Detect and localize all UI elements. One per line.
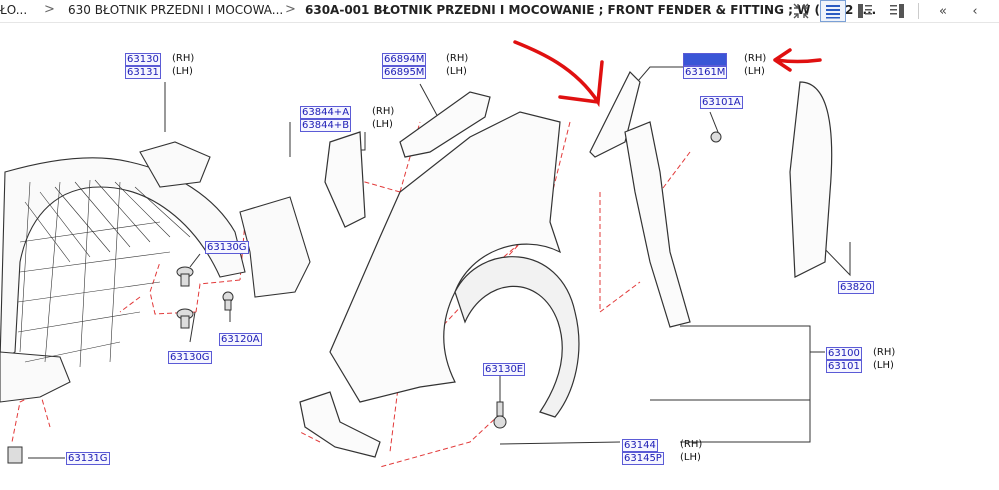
part-63120a[interactable]: 63120A	[219, 333, 262, 346]
rh-label: (RH)	[172, 53, 195, 64]
part-63131g[interactable]: 63131G	[66, 452, 110, 465]
fender-liner-drawing	[0, 141, 311, 403]
list-view-button[interactable]	[820, 0, 846, 22]
part-63145p[interactable]: 63145P	[622, 452, 664, 465]
prev-page-button[interactable]: ‹	[962, 0, 988, 22]
part-63101a[interactable]: 63101A	[700, 96, 743, 109]
lh-label: (LH)	[744, 66, 765, 77]
part-63144[interactable]: 63144	[622, 439, 658, 452]
part-63160m-highlighted[interactable]: 63160M	[683, 53, 728, 66]
fit-view-button[interactable]	[788, 0, 814, 22]
fender-garnish-drawing	[589, 70, 833, 328]
part-63844a[interactable]: 63844+A	[300, 106, 352, 119]
rh-label: (RH)	[680, 439, 703, 450]
part-63130e[interactable]: 63130E	[483, 363, 526, 376]
part-63130g[interactable]: 63130G	[168, 351, 212, 364]
part-63131[interactable]: 63131	[125, 66, 161, 79]
part-66895m[interactable]: 66895M	[382, 66, 427, 79]
split-view-icon	[858, 4, 872, 18]
parts-diagram: 63130 (RH) 63131 (LH) 66894M (RH) 66895M…	[0, 22, 999, 490]
rh-label: (RH)	[744, 53, 767, 64]
part-63100[interactable]: 63100	[826, 347, 862, 360]
part-63130[interactable]: 63130	[125, 53, 161, 66]
chevron-left-icon: ‹	[972, 3, 978, 19]
clips-drawing	[7, 131, 722, 464]
front-fender-drawing	[299, 91, 580, 458]
breadcrumb-item-current: 630A-001 BŁOTNIK PRZEDNI I MOCOWANIE ; F…	[305, 3, 877, 17]
red-annotation-arrows	[513, 40, 822, 108]
list-view-icon	[826, 5, 840, 19]
toolbar-divider	[918, 3, 919, 19]
parts-drawing	[0, 40, 851, 468]
detail-view-button[interactable]	[884, 0, 910, 22]
part-63820[interactable]: 63820	[838, 281, 874, 294]
first-page-button[interactable]: «	[930, 0, 956, 22]
detail-view-icon	[890, 4, 904, 18]
chevron-right-icon: >	[44, 2, 55, 17]
breadcrumb-bar: ŁO... > 630 BŁOTNIK PRZEDNI I MOCOWA... …	[0, 0, 999, 23]
rh-label: (RH)	[446, 53, 469, 64]
breadcrumb-item-2[interactable]: 630 BŁOTNIK PRZEDNI I MOCOWA...	[68, 3, 284, 17]
breadcrumb-item-1[interactable]: ŁO...	[0, 3, 28, 17]
lh-label: (LH)	[172, 66, 193, 77]
part-63130g[interactable]: 63130G	[205, 241, 249, 254]
chevron-right-icon: >	[285, 2, 296, 17]
rh-label: (RH)	[372, 106, 395, 117]
double-chevron-left-icon: «	[939, 3, 947, 19]
part-63161m[interactable]: 63161M	[683, 66, 728, 79]
lh-label: (LH)	[372, 119, 393, 130]
fit-view-icon	[793, 3, 809, 19]
part-63844b[interactable]: 63844+B	[300, 119, 352, 132]
part-63101[interactable]: 63101	[826, 360, 862, 373]
lh-label: (LH)	[873, 360, 894, 371]
rh-label: (RH)	[873, 347, 896, 358]
lh-label: (LH)	[680, 452, 701, 463]
lh-label: (LH)	[446, 66, 467, 77]
part-66894m[interactable]: 66894M	[382, 53, 427, 66]
callout-lines	[28, 66, 851, 459]
split-view-button[interactable]	[852, 0, 878, 22]
